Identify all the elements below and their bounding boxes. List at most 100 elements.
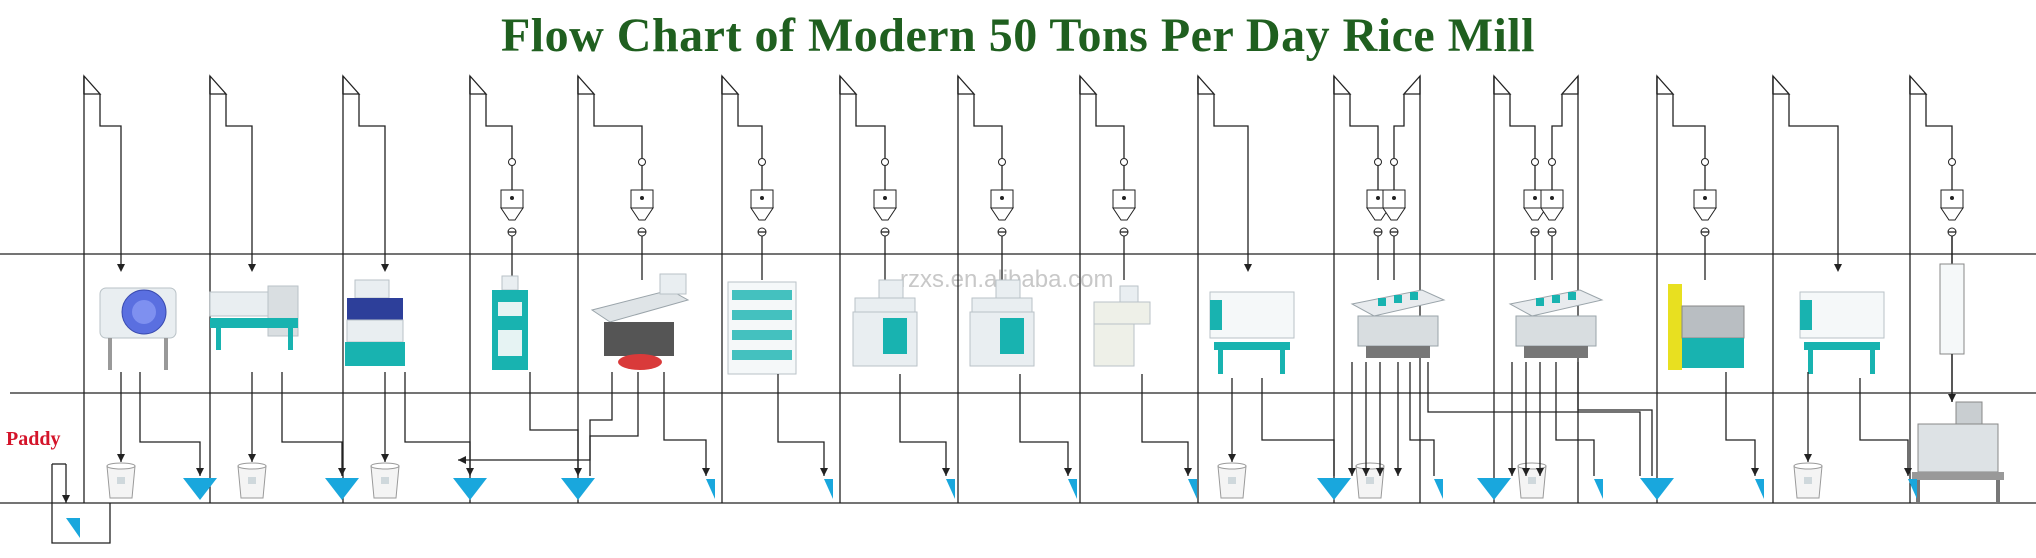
feed-route: [358, 94, 389, 272]
output-hopper-icon: [1317, 478, 1351, 500]
elevator-head-icon: [1079, 74, 1098, 95]
byproduct-bucket: [106, 462, 136, 499]
leg: [216, 328, 221, 350]
feed-route: [1788, 94, 1842, 272]
water-polisher: [1093, 285, 1151, 367]
output-hopper-icon: [824, 479, 833, 499]
bin-cone: [1693, 207, 1717, 221]
level-sensor-icon: [1376, 196, 1380, 200]
output-line: [1409, 362, 1435, 476]
elevator-head-icon: [83, 74, 102, 95]
arrow-head: [248, 264, 256, 272]
intake-hopper-icon: [66, 518, 80, 538]
feed-line: [737, 94, 763, 158]
arrow-head: [1362, 468, 1370, 476]
bucket-label: [1228, 477, 1236, 484]
arrow-head: [1064, 468, 1072, 476]
leg: [1870, 350, 1875, 374]
byproduct-bucket: [237, 462, 267, 499]
paddy-input-label: Paddy: [6, 428, 61, 450]
elevator-head-icon: [209, 74, 228, 95]
arrow-head: [458, 456, 466, 464]
arrow-head: [1904, 468, 1912, 476]
feed-line: [1349, 94, 1379, 158]
byproduct-bucket: [1355, 462, 1385, 499]
bucket-elevator: [1909, 74, 1928, 503]
output-hopper-icon: [183, 478, 217, 500]
level-sensor-icon: [1950, 196, 1954, 200]
bin-cone: [750, 207, 774, 221]
sorter-chute: [1394, 295, 1402, 303]
base: [345, 342, 405, 366]
output-hopper-icon: [561, 478, 595, 500]
bucket-elevator: [469, 74, 488, 503]
panel: [498, 302, 522, 316]
plansifter-icon: [1799, 291, 1885, 339]
base-spring: [618, 354, 662, 370]
level-sensor-icon: [883, 196, 887, 200]
chamber: [854, 297, 916, 313]
grade-slot: [732, 350, 792, 360]
magnet-icon: [1548, 158, 1556, 166]
weigh-hopper: [1955, 401, 1983, 425]
feed-line: [1925, 94, 1953, 158]
feed-line: [593, 94, 643, 158]
plansifter: [1799, 291, 1885, 374]
bin-cone: [1366, 207, 1390, 221]
bin-cone: [630, 207, 654, 221]
feed-route: [1095, 94, 1136, 280]
feed-line: [1788, 94, 1839, 268]
feed-route: [855, 94, 897, 280]
arrow-head: [381, 264, 389, 272]
feed-line: [1393, 94, 1405, 158]
bin-cone: [1540, 207, 1564, 221]
base: [1093, 323, 1135, 367]
panel: [498, 330, 522, 356]
grade-slot: [732, 330, 792, 340]
polisher-icon: [1093, 301, 1151, 325]
conveyor: [1912, 472, 2004, 480]
bin-cone: [1940, 207, 1964, 221]
vibrating-screen-icon: [209, 291, 269, 317]
output-line: [1261, 378, 1335, 476]
feed-line: [1551, 94, 1563, 158]
bucket-elevator: [577, 74, 596, 503]
side-frame: [1210, 300, 1222, 330]
arrow-head: [381, 454, 389, 462]
bucket-label: [117, 477, 125, 484]
fan-box: [354, 279, 390, 299]
arrow-head: [1348, 468, 1356, 476]
output-hopper-icon: [946, 479, 955, 499]
output-line: [281, 372, 343, 476]
color-sorter-1: [1350, 289, 1446, 358]
destoner: [345, 279, 405, 366]
destoner-icon: [347, 298, 403, 320]
arrow-head: [1536, 468, 1544, 476]
feed-line: [99, 94, 122, 268]
drum-core: [132, 300, 156, 324]
grade-slot: [732, 290, 792, 300]
intake-pit: [51, 464, 111, 544]
feed-route: [1509, 74, 1579, 503]
output-hopper-icon: [1908, 479, 1917, 499]
leg: [1280, 350, 1285, 374]
arrow-head: [466, 468, 474, 476]
magnet-icon: [1120, 158, 1128, 166]
leg: [108, 338, 112, 370]
surge-bin-icon: [1939, 263, 1965, 355]
bucket-label: [1528, 477, 1536, 484]
arrow-head: [574, 468, 582, 476]
rice-grader: [1209, 291, 1295, 374]
whitener-1: [852, 279, 918, 367]
thickness-grader: [727, 281, 797, 375]
output-line: [404, 372, 471, 476]
arrow-head: [1522, 468, 1530, 476]
elevator-head-icon: [1656, 74, 1675, 95]
leg: [164, 338, 168, 370]
magnet-icon: [1390, 158, 1398, 166]
arrow-head: [117, 264, 125, 272]
sorter-chute: [1378, 298, 1386, 306]
level-sensor-icon: [1122, 196, 1126, 200]
cover: [883, 318, 907, 354]
sorter-chute: [1536, 298, 1544, 306]
